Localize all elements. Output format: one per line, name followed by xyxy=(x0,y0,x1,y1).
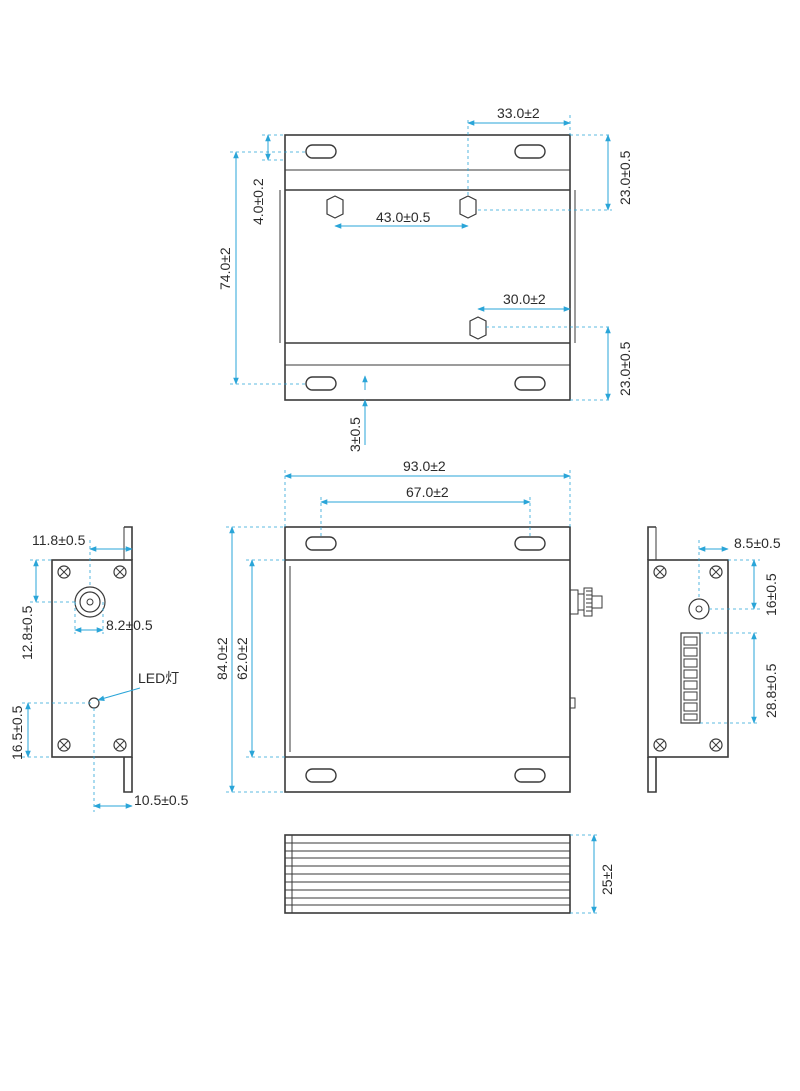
left-panel-outline xyxy=(51,559,133,758)
dim-84-label: 84.0±2 xyxy=(214,637,230,680)
screw-icon xyxy=(709,738,723,752)
dim-93-label: 93.0±2 xyxy=(403,458,446,474)
dim-23-top-label: 23.0±0.5 xyxy=(617,150,633,205)
mount-slot xyxy=(305,768,337,783)
front-view: 93.0±2 67.0±2 84.0±2 62.0±2 xyxy=(214,458,603,793)
mount-slot xyxy=(305,144,337,159)
dim-28-8-label: 28.8±0.5 xyxy=(763,663,779,718)
dim-8-2-label: 8.2±0.5 xyxy=(106,617,153,633)
screw-icon xyxy=(653,738,667,752)
screw-icon xyxy=(653,565,667,579)
dim-3-label: 3±0.5 xyxy=(347,417,363,452)
screw-icon xyxy=(709,565,723,579)
mount-slot xyxy=(514,768,546,783)
dim-4-label: 4.0±0.2 xyxy=(250,178,266,225)
dim-43-label: 43.0±0.5 xyxy=(376,209,431,225)
antenna-port-icon xyxy=(74,586,106,618)
screw-icon xyxy=(57,738,71,752)
dim-62-label: 62.0±2 xyxy=(234,637,250,680)
mount-slot xyxy=(305,536,337,551)
heatsink-side-view: 25±2 xyxy=(284,834,615,914)
dim-25-label: 25±2 xyxy=(599,864,615,895)
hex-nut xyxy=(326,195,344,219)
dim-8-5-label: 8.5±0.5 xyxy=(734,535,781,551)
hex-nut xyxy=(469,316,487,340)
led-stub xyxy=(569,697,576,709)
top-view: 33.0±2 23.0±0.5 4.0±0.2 43.0±0.5 74.0±2 … xyxy=(217,105,633,452)
mount-slot xyxy=(514,376,546,391)
dim-74-label: 74.0±2 xyxy=(217,247,233,290)
terminal-block-icon xyxy=(680,632,701,724)
left-side-view: LED灯 11.8±0.5 12.8±0.5 8.2±0.5 16.5±0.5 … xyxy=(9,526,189,812)
dim-16-label: 16±0.5 xyxy=(763,573,779,616)
right-side-view: 8.5±0.5 16±0.5 28.8±0.5 xyxy=(647,526,781,793)
mount-slot xyxy=(514,536,546,551)
top-view-outline xyxy=(284,134,571,401)
dim-10-5-label: 10.5±0.5 xyxy=(134,792,189,808)
hex-nut xyxy=(459,195,477,219)
right-panel-outline xyxy=(647,559,729,758)
screw-icon xyxy=(113,565,127,579)
screw-icon xyxy=(57,565,71,579)
screw-icon xyxy=(113,738,127,752)
mount-slot xyxy=(305,376,337,391)
dim-33-label: 33.0±2 xyxy=(497,105,540,121)
power-jack-icon xyxy=(688,598,710,620)
mount-slot xyxy=(514,144,546,159)
dim-30-label: 30.0±2 xyxy=(503,291,546,307)
dim-16-5-label: 16.5±0.5 xyxy=(9,705,25,760)
led-label: LED灯 xyxy=(138,670,179,686)
antenna-connector-icon xyxy=(569,587,603,617)
dim-23-bottom-label: 23.0±0.5 xyxy=(617,341,633,396)
front-view-outline xyxy=(284,526,571,793)
dim-12-8-label: 12.8±0.5 xyxy=(19,605,35,660)
dim-67-label: 67.0±2 xyxy=(406,484,449,500)
dim-11-8-label: 11.8±0.5 xyxy=(32,532,86,548)
